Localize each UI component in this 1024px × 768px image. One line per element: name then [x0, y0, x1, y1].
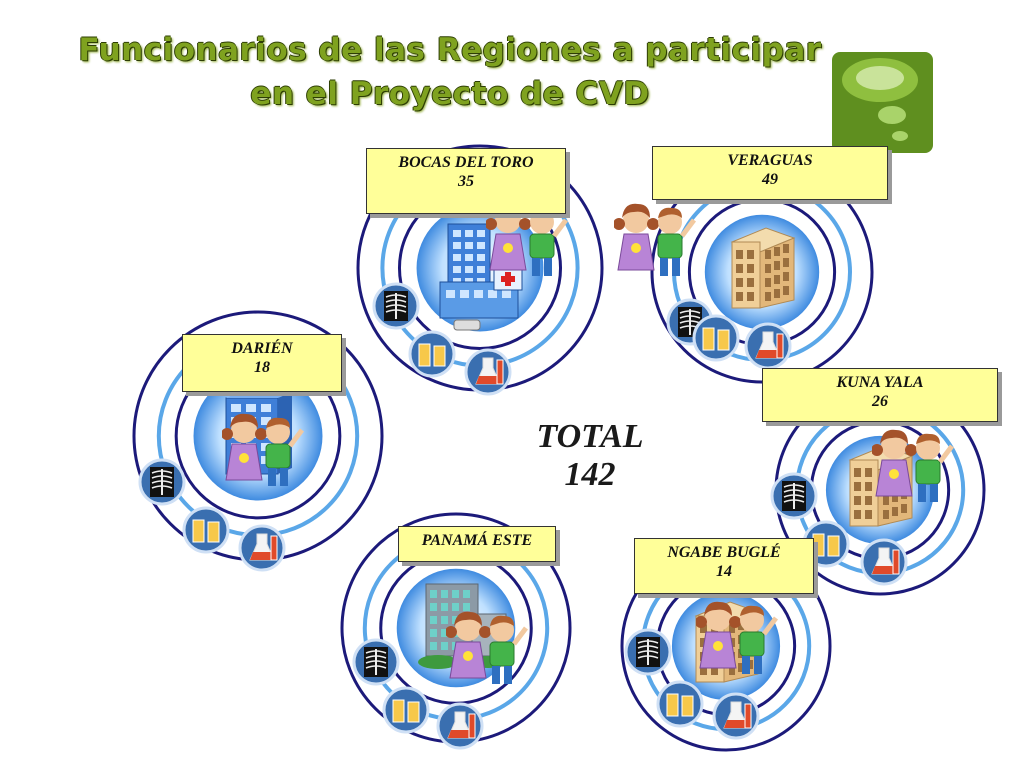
- urine-sample-icon: [408, 330, 456, 378]
- lab-flask-icon: [712, 692, 760, 740]
- region-name: NGABE BUGLÉ: [667, 544, 781, 561]
- xray-icon: [138, 458, 186, 506]
- total-value: 142: [564, 456, 616, 493]
- lab-flask-icon: [860, 538, 908, 586]
- lab-flask-icon: [464, 348, 512, 396]
- region-count: 18: [254, 359, 270, 376]
- region-name: KUNA YALA: [836, 374, 924, 391]
- xray-icon: [770, 472, 818, 520]
- region-name: BOCAS DEL TORO: [398, 154, 534, 171]
- urine-sample-icon: [692, 314, 740, 362]
- children-icon: [222, 413, 304, 486]
- children-icon: [446, 611, 528, 684]
- urine-sample-icon: [656, 680, 704, 728]
- region-label-veraguas: VERAGUAS 49: [652, 146, 888, 200]
- xray-icon: [624, 628, 672, 676]
- total-label: TOTAL: [536, 418, 644, 455]
- region-count: 26: [872, 393, 888, 410]
- speech-bubble-icon: [832, 52, 933, 153]
- region-count: 35: [458, 173, 474, 190]
- title-line-1: Funcionarios de las Regiones a participa…: [78, 32, 822, 68]
- children-icon: [614, 203, 696, 276]
- region-name: VERAGUAS: [727, 152, 813, 169]
- region-name: PANAMÁ ESTE: [421, 532, 533, 549]
- urine-sample-icon: [182, 506, 230, 554]
- urine-sample-icon: [382, 686, 430, 734]
- region-count: 14: [716, 563, 732, 580]
- xray-icon: [352, 638, 400, 686]
- xray-icon: [372, 282, 420, 330]
- children-icon: [696, 601, 778, 674]
- building-icon: [730, 227, 796, 309]
- lab-flask-icon: [238, 524, 286, 572]
- region-name: DARIÉN: [231, 340, 293, 357]
- region-label-panama: PANAMÁ ESTE: [398, 526, 556, 562]
- region-count: 49: [762, 171, 778, 188]
- lab-flask-icon: [436, 702, 484, 750]
- region-label-darien: DARIÉN 18: [182, 334, 342, 392]
- urine-sample-icon: [802, 520, 850, 568]
- page-title: Funcionarios de las Regiones a participa…: [0, 28, 900, 116]
- lab-flask-icon: [744, 322, 792, 370]
- region-label-ngabe: NGABE BUGLÉ 14: [634, 538, 814, 594]
- region-label-kuna: KUNA YALA 26: [762, 368, 998, 422]
- building-icon: [439, 223, 523, 331]
- total-block: TOTAL 142: [520, 418, 660, 494]
- region-label-bocas: BOCAS DEL TORO 35: [366, 148, 566, 214]
- title-line-2: en el Proyecto de CVD: [250, 76, 650, 112]
- children-icon: [872, 429, 954, 502]
